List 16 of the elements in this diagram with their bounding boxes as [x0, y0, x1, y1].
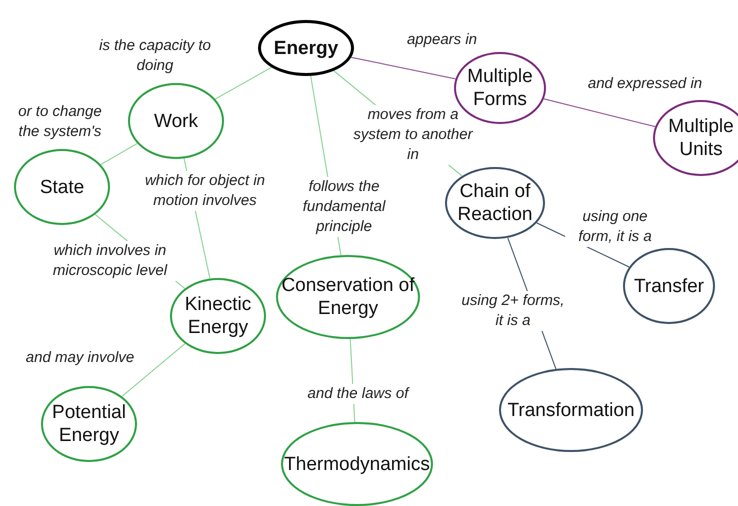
concept-text: Chain of Reaction [456, 180, 534, 226]
concept-text: Transformation [507, 398, 635, 422]
concept-text: Transfer [634, 274, 704, 298]
connector-line [214, 66, 272, 100]
concept-text: Conservation of Energy [280, 274, 416, 320]
connector-line [543, 98, 656, 128]
concept-text: Kinectic Energy [184, 293, 252, 339]
connector-line [350, 56, 456, 80]
concept-text: Potential Energy [51, 401, 127, 447]
concept-text: Thermodynamics [284, 452, 430, 476]
concept-text: Work [154, 110, 198, 132]
connector-line [100, 142, 138, 166]
connector-line [121, 343, 186, 397]
concept-text: Multiple Units [667, 115, 735, 161]
concept-text: Energy [274, 36, 338, 60]
concept-text: State [40, 176, 84, 198]
